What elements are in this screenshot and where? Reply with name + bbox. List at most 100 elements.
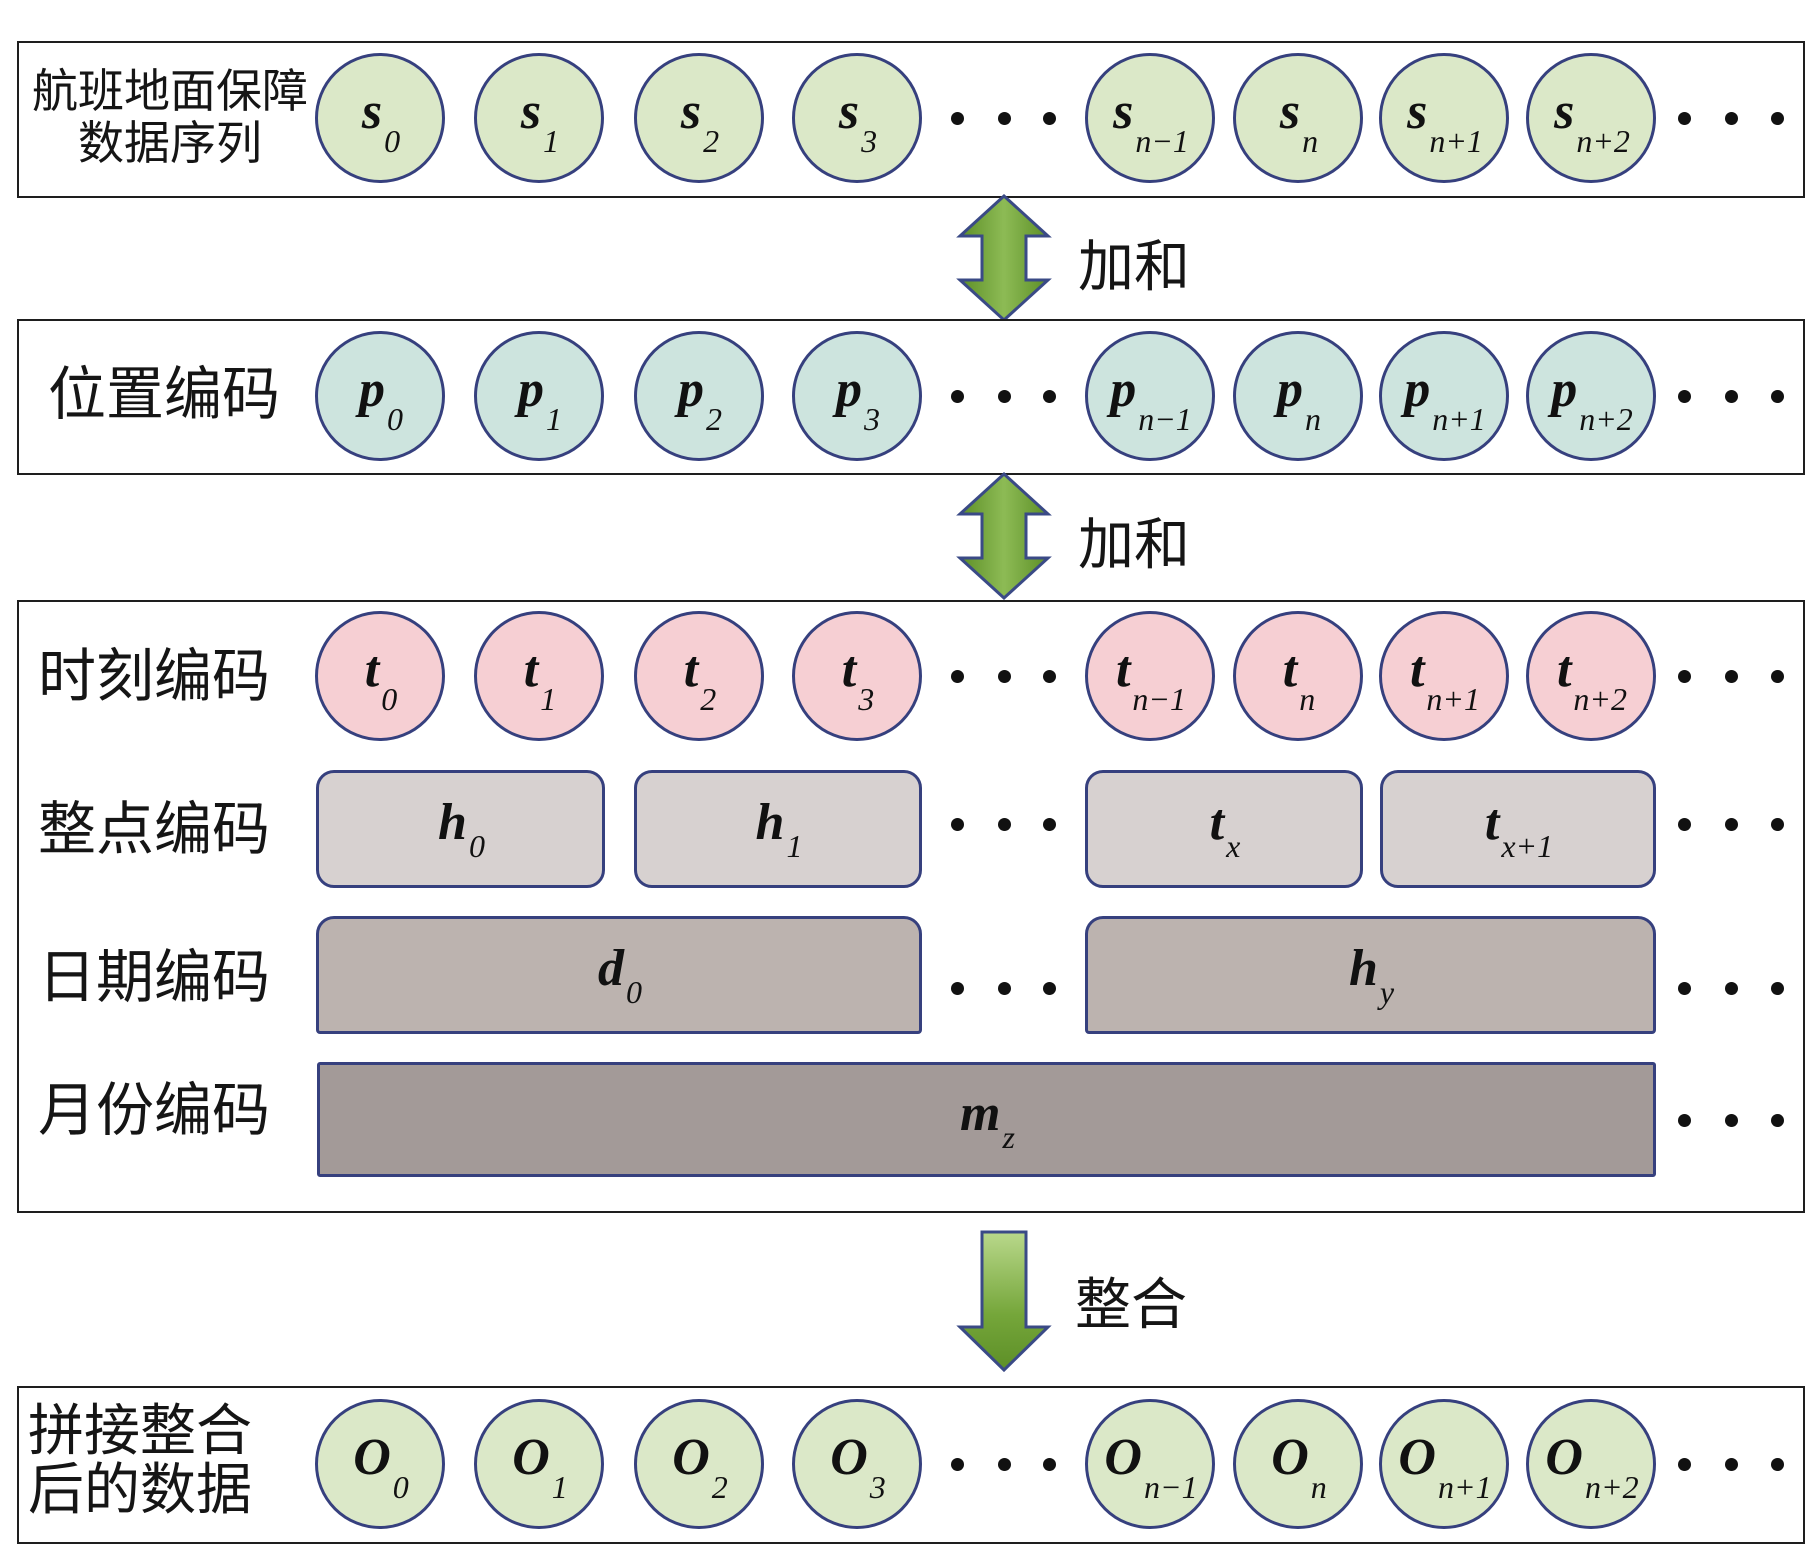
ellipsis-dot xyxy=(1725,1114,1738,1127)
double-arrow-icon xyxy=(956,194,1052,322)
position-node-symbol: p xyxy=(359,361,385,418)
hour-block: h0 xyxy=(316,770,605,888)
moment-node-symbol: t xyxy=(364,641,380,698)
output-node: On+1 xyxy=(1379,1399,1509,1529)
ellipsis-dot xyxy=(1043,818,1056,831)
ellipsis-dot xyxy=(1043,112,1056,125)
moment-node: t1 xyxy=(474,611,604,741)
position-node-symbol: p xyxy=(1277,361,1303,418)
hour-block: tx+1 xyxy=(1380,770,1656,888)
label-sequence-line2: 数据序列 xyxy=(78,115,262,170)
output-node: O1 xyxy=(474,1399,604,1529)
ellipsis-dot xyxy=(1725,1458,1738,1471)
sequence-node-subscript: 2 xyxy=(703,123,720,159)
sequence-node-symbol: s xyxy=(1113,83,1134,140)
ellipsis-dot xyxy=(1678,112,1691,125)
output-node: O0 xyxy=(315,1399,445,1529)
sequence-node: sn+2 xyxy=(1526,53,1656,183)
output-node-symbol: O xyxy=(1104,1429,1142,1486)
date-block-symbol: hy xyxy=(1348,940,1395,1010)
ellipsis-dot xyxy=(1043,390,1056,403)
ellipsis-dot xyxy=(1771,818,1784,831)
position-node: pn−1 xyxy=(1085,331,1215,461)
sequence-node: s0 xyxy=(315,53,445,183)
label-sequence: 航班地面保障 数据序列 xyxy=(20,65,320,170)
moment-node-symbol: t xyxy=(523,641,539,698)
position-node: pn+2 xyxy=(1526,331,1656,461)
ellipsis-dot xyxy=(1725,670,1738,683)
moment-node-subscript: n+1 xyxy=(1426,681,1481,717)
output-node-subscript: n−1 xyxy=(1143,1469,1198,1505)
ellipsis-dot xyxy=(998,670,1011,683)
sequence-node-symbol: s xyxy=(1554,83,1575,140)
output-node-subscript: 2 xyxy=(711,1469,728,1505)
moment-node: tn+2 xyxy=(1526,611,1656,741)
sequence-node-symbol: s xyxy=(520,83,542,140)
output-node-symbol: O xyxy=(1271,1429,1309,1486)
output-node-symbol: O xyxy=(512,1429,550,1486)
double-arrow-icon xyxy=(956,472,1052,600)
sequence-node-subscript: 3 xyxy=(861,123,878,159)
moment-node-symbol: t xyxy=(1556,641,1572,698)
position-node-symbol: p xyxy=(1110,361,1137,418)
date-block: d0 xyxy=(316,916,922,1034)
sequence-node: sn+1 xyxy=(1379,53,1509,183)
output-node: O3 xyxy=(792,1399,922,1529)
date-block: hy xyxy=(1085,916,1656,1034)
moment-node: tn xyxy=(1233,611,1363,741)
position-node-symbol: p xyxy=(836,361,862,418)
sequence-node-subscript: n+2 xyxy=(1576,123,1630,159)
ellipsis-dot xyxy=(998,818,1011,831)
ellipsis-dot xyxy=(1678,818,1691,831)
position-node-subscript: n+1 xyxy=(1432,401,1486,437)
output-node-symbol: O xyxy=(1545,1429,1583,1486)
label-moment: 时刻编码 xyxy=(38,642,271,710)
output-node-symbol: O xyxy=(672,1429,710,1486)
ellipsis-dot xyxy=(1771,390,1784,403)
sequence-node: sn−1 xyxy=(1085,53,1215,183)
ellipsis-dot xyxy=(1771,1458,1784,1471)
position-node-subscript: 2 xyxy=(706,401,722,437)
month-block-symbol: mz xyxy=(960,1084,1015,1155)
position-node: p1 xyxy=(474,331,604,461)
position-node-symbol: p xyxy=(678,361,704,418)
ellipsis-dot xyxy=(1043,670,1056,683)
moment-node: t3 xyxy=(792,611,922,741)
label-position: 位置编码 xyxy=(48,360,281,428)
position-node-subscript: n−1 xyxy=(1138,401,1192,437)
ellipsis-dot xyxy=(1678,1114,1691,1127)
moment-node: t2 xyxy=(634,611,764,741)
ellipsis-dot xyxy=(951,982,964,995)
sequence-node-subscript: 1 xyxy=(543,123,560,159)
moment-node-subscript: n−1 xyxy=(1132,681,1187,717)
sequence-node-symbol: s xyxy=(680,83,702,140)
ellipsis-dot xyxy=(951,1458,964,1471)
output-node-subscript: 1 xyxy=(551,1469,568,1505)
hour-block-symbol: tx+1 xyxy=(1484,794,1554,864)
position-node: p3 xyxy=(792,331,922,461)
ellipsis-dot xyxy=(951,390,964,403)
moment-node-subscript: 2 xyxy=(700,681,717,717)
ellipsis-dot xyxy=(998,982,1011,995)
moment-node-symbol: t xyxy=(1409,641,1425,698)
ellipsis-dot xyxy=(1678,390,1691,403)
output-node: On xyxy=(1233,1399,1363,1529)
moment-node-symbol: t xyxy=(683,641,699,698)
ellipsis-dot xyxy=(1771,1114,1784,1127)
sequence-node: s1 xyxy=(474,53,604,183)
arrow-label-merge: 整合 xyxy=(1075,1273,1187,1338)
ellipsis-dot xyxy=(951,670,964,683)
ellipsis-dot xyxy=(998,112,1011,125)
moment-node-symbol: t xyxy=(841,641,857,698)
position-node-subscript: 0 xyxy=(387,401,403,437)
sequence-node-subscript: n+1 xyxy=(1429,123,1483,159)
position-node: pn xyxy=(1233,331,1363,461)
moment-node-symbol: t xyxy=(1282,641,1298,698)
ellipsis-dot xyxy=(1678,1458,1691,1471)
output-node-subscript: n+1 xyxy=(1437,1469,1492,1505)
output-node-symbol: O xyxy=(830,1429,868,1486)
ellipsis-dot xyxy=(1771,670,1784,683)
output-node: On−1 xyxy=(1085,1399,1215,1529)
ellipsis-dot xyxy=(951,818,964,831)
moment-node: t0 xyxy=(315,611,445,741)
